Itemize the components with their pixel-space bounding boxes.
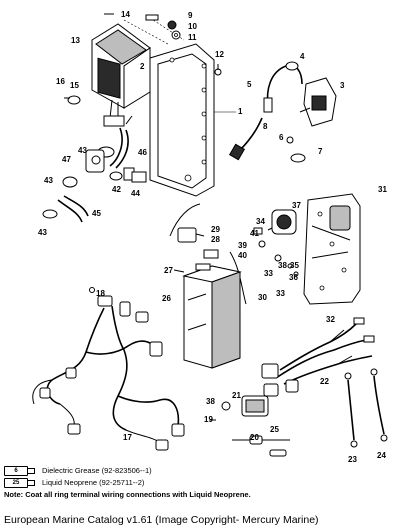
trim-harness (261, 317, 375, 397)
callout-38: 38 (278, 261, 287, 270)
callout-43c: 43 (38, 228, 47, 237)
callout-6: 6 (279, 133, 284, 142)
engine-wiring-harness (32, 287, 185, 451)
legend-row-neoprene: 25 Liquid Neoprene (92-25711--2) (4, 476, 396, 488)
callout-23: 23 (348, 455, 357, 464)
callout-15: 15 (70, 81, 79, 90)
callout-27: 27 (164, 266, 173, 275)
sensor-assembly (228, 61, 337, 163)
callout-13: 13 (71, 36, 80, 45)
callout-9: 9 (188, 11, 193, 20)
parts-diagram: 1 2 3 4 5 6 7 8 9 10 11 12 13 14 15 16 1… (32, 10, 388, 464)
legend: 6 Dielectric Grease (92-823506--1) 25 Li… (4, 464, 396, 499)
callout-24: 24 (377, 451, 386, 460)
callout-26: 26 (162, 294, 171, 303)
callout-45: 45 (92, 209, 101, 218)
callout-29: 29 (211, 225, 220, 234)
callout-1: 1 (238, 107, 243, 116)
tube-cap (27, 479, 35, 486)
callout-46: 46 (138, 148, 147, 157)
callout-20: 20 (250, 433, 259, 442)
legend-row-grease: 6 Dielectric Grease (92-823506--1) (4, 464, 396, 476)
callout-42: 42 (112, 185, 121, 194)
callout-4: 4 (300, 52, 305, 61)
starter-solenoid (253, 209, 299, 277)
callout-18: 18 (96, 289, 105, 298)
legend-text: Liquid Neoprene (92-25711--2) (42, 477, 145, 487)
tube-code: 25 (4, 477, 28, 488)
callout-44: 44 (131, 189, 140, 198)
callout-19: 19 (204, 415, 213, 424)
callout-5: 5 (247, 80, 252, 89)
legend-note: Note: Coat all ring terminal wiring conn… (4, 490, 251, 499)
callout-30: 30 (258, 293, 267, 302)
mounting-hardware (104, 13, 185, 45)
callout-10: 10 (188, 22, 197, 31)
neoprene-tube-icon: 25 (4, 477, 35, 488)
tube-code: 6 (4, 465, 28, 476)
callout-39: 39 (238, 241, 247, 250)
callout-32: 32 (326, 315, 335, 324)
callout-43b: 43 (44, 176, 53, 185)
callout-28: 28 (211, 235, 220, 244)
electrical-bracket (303, 193, 361, 305)
callout-40: 40 (238, 251, 247, 260)
callout-25: 25 (270, 425, 279, 434)
callout-38b: 38 (206, 397, 215, 406)
callout-33b: 33 (276, 289, 285, 298)
callout-2: 2 (140, 62, 145, 71)
hose-assembly (42, 115, 147, 223)
callout-36: 36 (289, 273, 298, 282)
callout-labels: 1 2 3 4 5 6 7 8 9 10 11 12 13 14 15 16 1… (38, 10, 387, 464)
callout-37: 37 (292, 201, 301, 210)
ignition-module (91, 23, 151, 127)
harness-connector-28-29 (169, 203, 247, 305)
callout-16: 16 (56, 77, 65, 86)
tube-cap (27, 467, 35, 474)
electrical-plate (149, 43, 215, 197)
callout-12: 12 (215, 50, 224, 59)
callout-17: 17 (123, 433, 132, 442)
callout-41: 41 (250, 229, 259, 238)
callout-34: 34 (256, 217, 265, 226)
callout-14: 14 (121, 10, 130, 19)
relay-assembly (210, 395, 290, 457)
callout-22: 22 (320, 377, 329, 386)
grease-tube-icon: 6 (4, 465, 35, 476)
callout-43: 43 (78, 146, 87, 155)
callout-3: 3 (340, 81, 345, 90)
screw-12 (214, 64, 222, 76)
callout-11: 11 (188, 33, 197, 42)
legend-text: Dielectric Grease (92-823506--1) (42, 465, 152, 475)
callout-21: 21 (232, 391, 241, 400)
callout-8: 8 (263, 122, 268, 131)
control-module-box (173, 263, 242, 369)
callout-31: 31 (378, 185, 387, 194)
callout-35: 35 (290, 261, 299, 270)
battery-cables (344, 368, 388, 448)
hose-clamp-16 (64, 95, 81, 105)
callout-33: 33 (264, 269, 273, 278)
callout-47: 47 (62, 155, 71, 164)
image-caption: European Marine Catalog v1.61 (Image Cop… (4, 514, 319, 526)
callout-7: 7 (318, 147, 323, 156)
